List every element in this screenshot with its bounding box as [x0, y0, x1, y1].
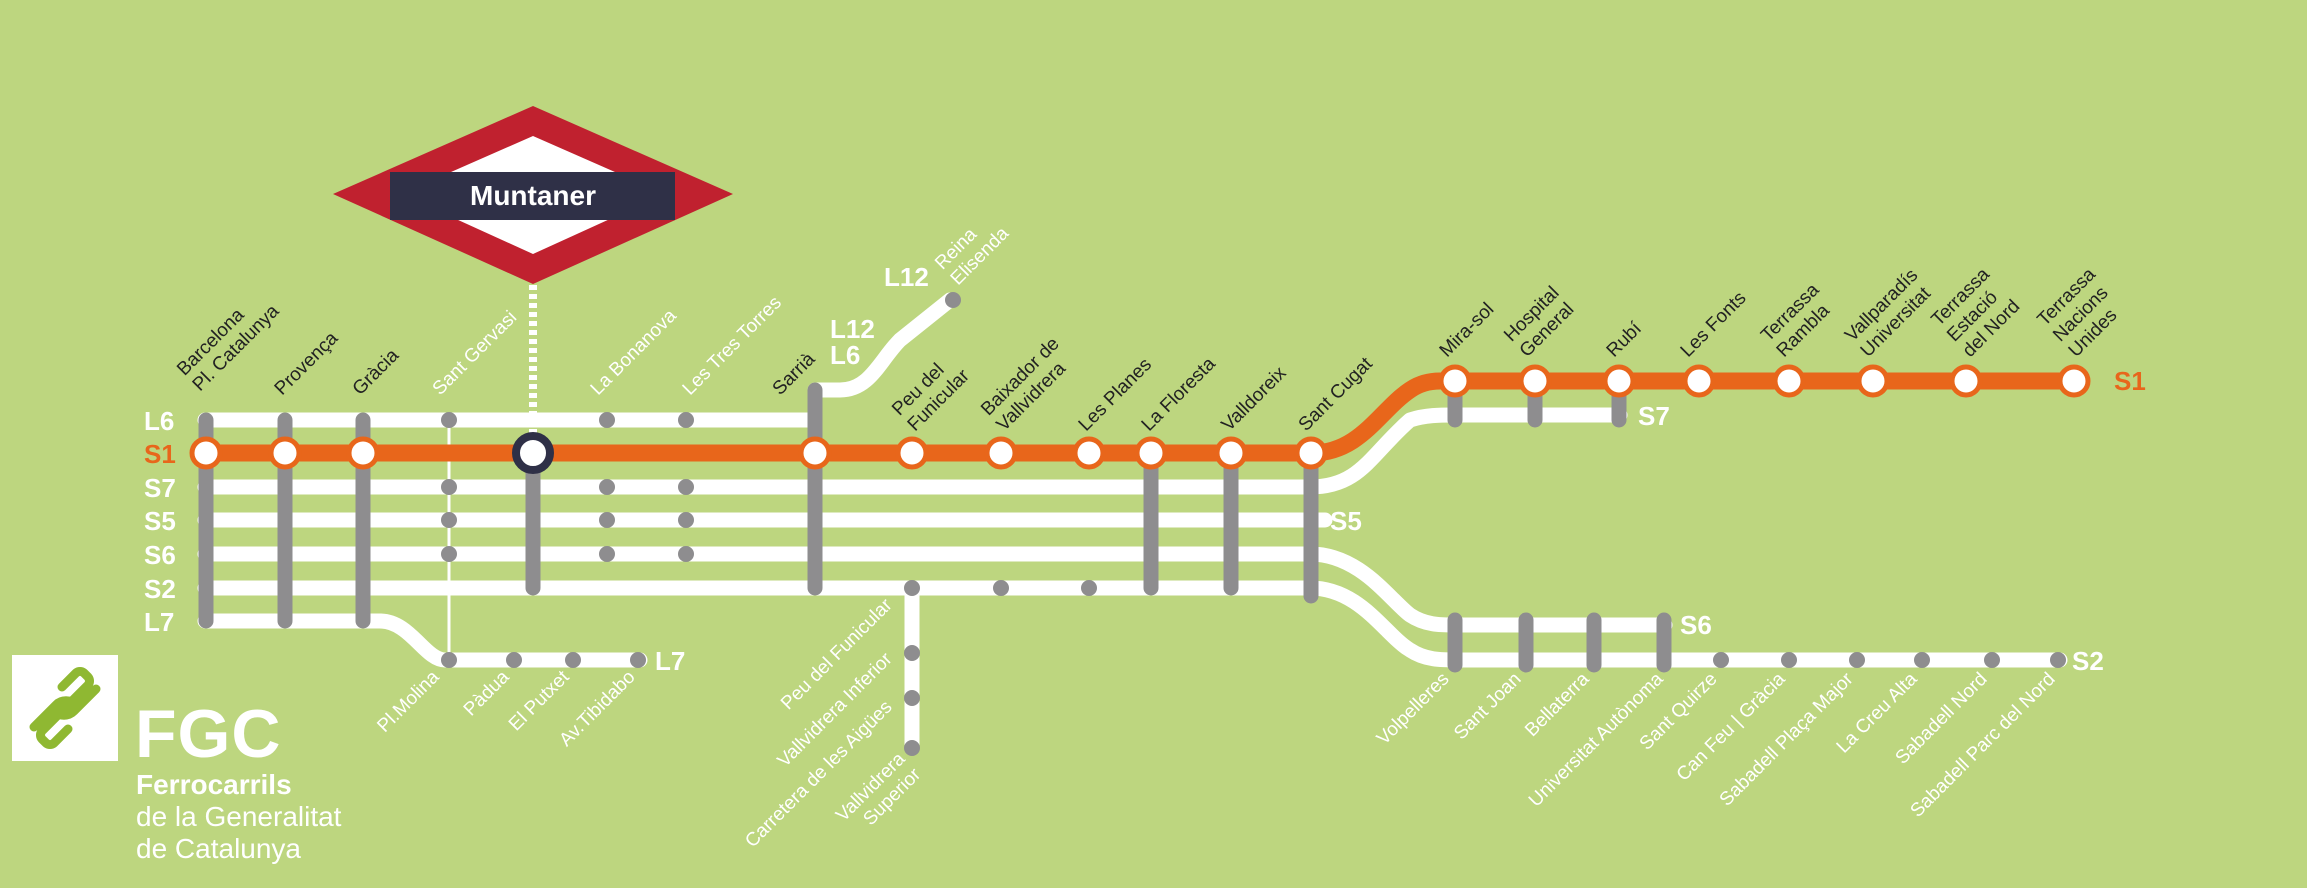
station-les-planes[interactable]	[1072, 436, 1106, 470]
label-baixador: Baixador deVallvidrera	[977, 333, 1079, 435]
station-vallparadis[interactable]	[1856, 364, 1890, 398]
label-pl-molina: Pl.Molina	[373, 666, 443, 736]
line-codes: L6 S1 S7 S5 S6 S2 L7	[144, 406, 176, 637]
branch-label-s5: S5	[1330, 506, 1362, 536]
current-station-sign: Muntaner	[333, 106, 733, 284]
line-code-s1: S1	[144, 439, 176, 469]
fgc-logo: FGC Ferrocarrils de la Generalitat de Ca…	[12, 655, 372, 875]
branch-label-l6: L6	[830, 340, 860, 370]
line-code-l7: L7	[144, 607, 174, 637]
station-provenca[interactable]	[268, 436, 302, 470]
s7-track	[197, 407, 1628, 495]
station-terrassa-estacio[interactable]	[1949, 364, 1983, 398]
station-valldoreix[interactable]	[1214, 436, 1248, 470]
station-la-floresta[interactable]	[1134, 436, 1168, 470]
s6-track	[197, 546, 1673, 633]
station-sarria[interactable]	[798, 436, 832, 470]
station-peu-funicular[interactable]	[895, 436, 929, 470]
label-hospital-general: HospitalGeneral	[1500, 283, 1579, 362]
station-baixador[interactable]	[984, 436, 1018, 470]
label-les-fonts: Les Fonts	[1677, 288, 1751, 362]
station-rubi[interactable]	[1602, 364, 1636, 398]
label-gracia: Gràcia	[349, 345, 404, 400]
branch-labels: L12 L12 L6 L7 S1 S7 S5 S6 S2	[655, 262, 2146, 676]
station-terrassa-rambla[interactable]	[1772, 364, 1806, 398]
branch-label-l12-top: L12	[884, 262, 929, 292]
logo-name-line1: Ferrocarrils	[136, 769, 292, 800]
lower-station-labels: Pl.Molina Pàdua El Putxet Av.Tibidabo Pe…	[373, 594, 2059, 852]
l12-track	[807, 292, 958, 398]
station-gracia[interactable]	[346, 436, 380, 470]
label-la-bonanova: La Bonanova	[587, 305, 681, 399]
s1-stations	[189, 364, 2091, 474]
line-code-s7: S7	[144, 473, 176, 503]
line-code-l6: L6	[144, 406, 174, 436]
branch-label-s7: S7	[1638, 401, 1670, 431]
label-provenca: Provença	[271, 328, 343, 400]
s1-track	[196, 372, 2084, 462]
logo-abbreviation: FGC	[135, 696, 282, 772]
branch-label-s1: S1	[2114, 366, 2146, 396]
label-vallparadis: VallparadísUniversitat	[1841, 265, 1938, 362]
branch-label-s2: S2	[2072, 646, 2104, 676]
station-sant-cugat[interactable]	[1294, 436, 1328, 470]
label-padua: Pàdua	[460, 666, 514, 720]
station-mira-sol[interactable]	[1438, 364, 1472, 398]
line-code-s2: S2	[144, 574, 176, 604]
branch-label-l7: L7	[655, 646, 685, 676]
logo-name-line2: de la Generalitat	[136, 801, 342, 832]
s2-track	[197, 580, 2068, 668]
line-code-s5: S5	[144, 506, 176, 536]
label-terrassa-estacio: TerrassaEstaciódel Nord	[1928, 264, 2026, 362]
label-terrassa-rambla: TerrassaRambla	[1757, 279, 1839, 361]
label-el-putxet: El Putxet	[505, 666, 574, 735]
label-barcelona: BarcelonaPl. Catalunya	[173, 285, 284, 396]
sign-station-name: Muntaner	[470, 180, 596, 211]
fgc-logo-mark	[12, 655, 118, 761]
station-terrassa-nacions[interactable]	[2057, 364, 2091, 398]
label-rubi: Rubí	[1603, 318, 1647, 362]
branch-label-l12: L12	[830, 314, 875, 344]
label-vallvidrera-superior: VallvidreraSuperior	[832, 748, 925, 841]
station-hospital-general[interactable]	[1518, 364, 1552, 398]
label-reina-elisenda: ReinaElisenda	[931, 207, 1013, 289]
label-valldoreix: Valldoreix	[1218, 362, 1291, 435]
station-muntaner-current[interactable]	[512, 432, 554, 474]
label-peu-funicular: Peu delFunicular	[888, 349, 974, 435]
label-mira-sol: Mira-sol	[1436, 299, 1499, 362]
label-terrassa-nacions: TerrassaNacionsUnides	[2034, 264, 2132, 362]
minor-station-dots	[441, 292, 2066, 756]
logo-name-line3: de Catalunya	[136, 833, 302, 864]
sign-name-plate	[390, 172, 675, 220]
label-volpelleres: Volpelleres	[1373, 669, 1454, 750]
label-bellaterra: Bellaterra	[1521, 668, 1594, 741]
line-code-s6: S6	[144, 540, 176, 570]
station-les-fonts[interactable]	[1682, 364, 1716, 398]
label-sant-joan: Sant Joan	[1450, 669, 1525, 744]
label-sant-gervasi: Sant Gervasi	[429, 307, 522, 400]
branch-label-s6: S6	[1680, 610, 1712, 640]
station-barcelona[interactable]	[189, 436, 223, 470]
fgc-link-icon	[29, 667, 101, 749]
